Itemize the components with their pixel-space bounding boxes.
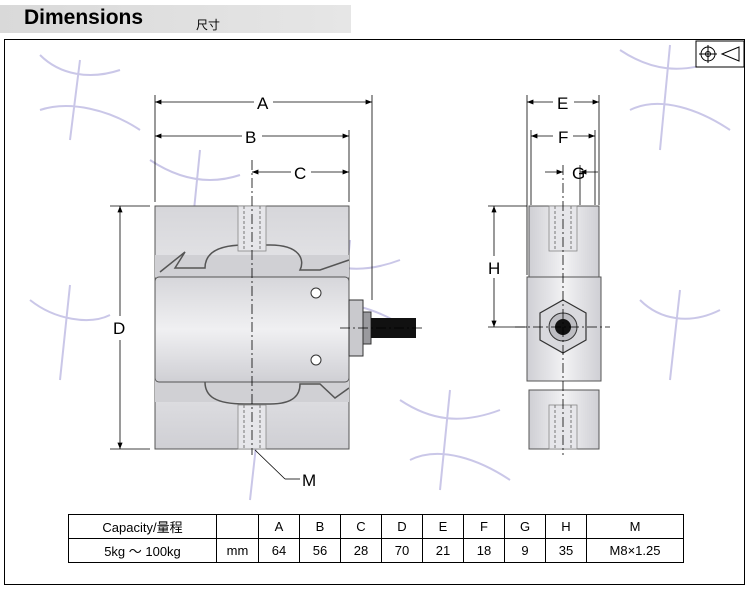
table-cell: mm	[216, 538, 259, 563]
dim-label-b: B	[245, 128, 256, 147]
table-cell: M8×1.25	[586, 538, 684, 563]
table-header-cell: M	[586, 514, 684, 539]
table-cell: 5kg ～ 100kg	[68, 538, 217, 563]
table-header-cell: Capacity/量程	[68, 514, 217, 539]
table-header-cell: A	[258, 514, 300, 539]
table-header-cell: H	[545, 514, 587, 539]
dim-label-d: D	[113, 319, 125, 338]
table-cell: 9	[504, 538, 546, 563]
front-view	[154, 160, 425, 455]
table-header-cell: D	[381, 514, 423, 539]
table-header-cell: B	[299, 514, 341, 539]
header-bar	[0, 5, 351, 33]
side-view	[515, 165, 610, 455]
table-header-row: Capacity/量程 A B C D E F G H M	[68, 514, 684, 539]
dim-label-a: A	[257, 94, 269, 113]
table-cell: 35	[545, 538, 587, 563]
table-cell: 56	[299, 538, 341, 563]
dim-label-c: C	[294, 164, 306, 183]
dim-label-h: H	[488, 259, 500, 278]
table-header-cell: E	[422, 514, 464, 539]
table-cell: 64	[258, 538, 300, 563]
dim-label-m: M	[302, 471, 316, 490]
dim-label-f: F	[558, 128, 568, 147]
table-header-cell: F	[463, 514, 505, 539]
table-cell: 18	[463, 538, 505, 563]
table-header-cell: C	[340, 514, 382, 539]
table-row: 5kg ～ 100kg mm 64 56 28 70 21 18 9 35 M8…	[68, 538, 684, 563]
page-title: Dimensions	[24, 6, 144, 29]
table-header-cell: G	[504, 514, 546, 539]
table-cell: 70	[381, 538, 423, 563]
projection-symbol-icon	[695, 40, 745, 68]
watermark	[29, 44, 731, 501]
side-dimensions	[488, 95, 600, 328]
table-header-cell	[216, 514, 259, 539]
drawing-frame	[4, 39, 745, 585]
front-dimensions	[110, 95, 373, 480]
table-cell: 21	[422, 538, 464, 563]
dim-label-e: E	[557, 94, 568, 113]
spec-table: Capacity/量程 A B C D E F G H M 5kg ～ 100k…	[68, 514, 684, 563]
page-subtitle: 尺寸	[196, 18, 221, 32]
dim-label-g: G	[572, 164, 585, 183]
table-cell: 28	[340, 538, 382, 563]
